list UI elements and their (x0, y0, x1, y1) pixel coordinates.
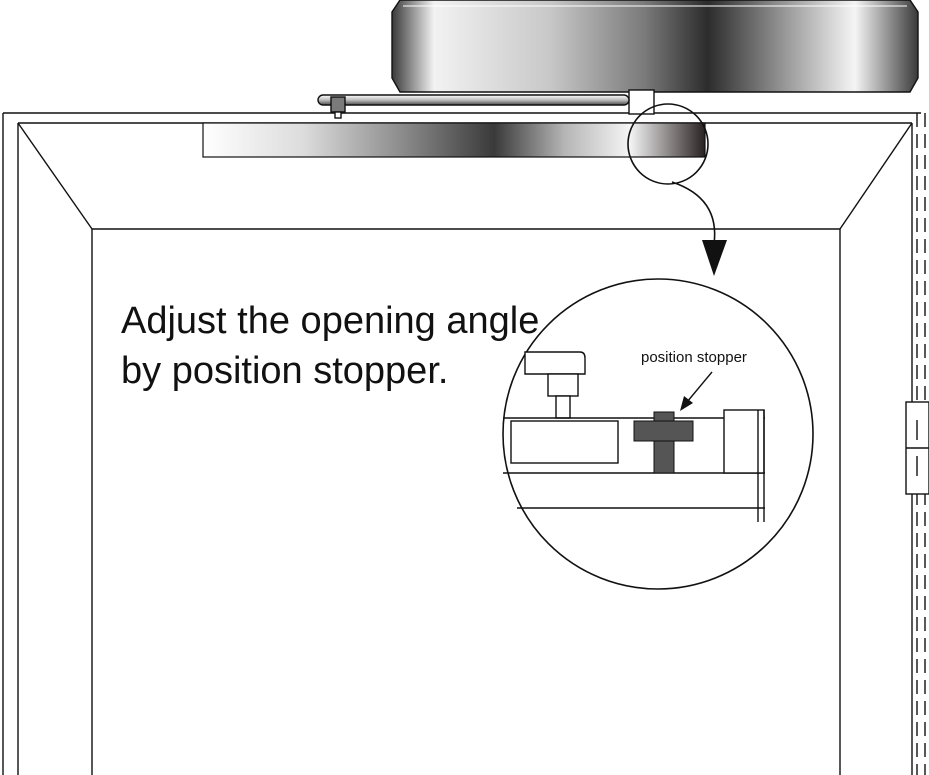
position-stopper (633, 411, 694, 474)
detail-marker-circle (627, 103, 709, 185)
instruction-line-1: Adjust the opening angle (121, 300, 540, 342)
callout-leader (680, 371, 713, 411)
closer-body (391, 0, 919, 93)
door-frame (2, 112, 921, 775)
hinge-icon (905, 401, 929, 495)
hinge-side (916, 113, 926, 775)
position-stopper-label: position stopper (641, 349, 747, 366)
instruction-text: Adjust the opening angle by position sto… (121, 296, 539, 396)
magnified-mechanism (503, 351, 765, 522)
closer-arm (317, 89, 655, 119)
instruction-line-2: by position stopper. (121, 350, 449, 392)
zoom-arrow (671, 181, 727, 276)
magnified-view (502, 278, 814, 590)
slide-track (202, 122, 706, 158)
